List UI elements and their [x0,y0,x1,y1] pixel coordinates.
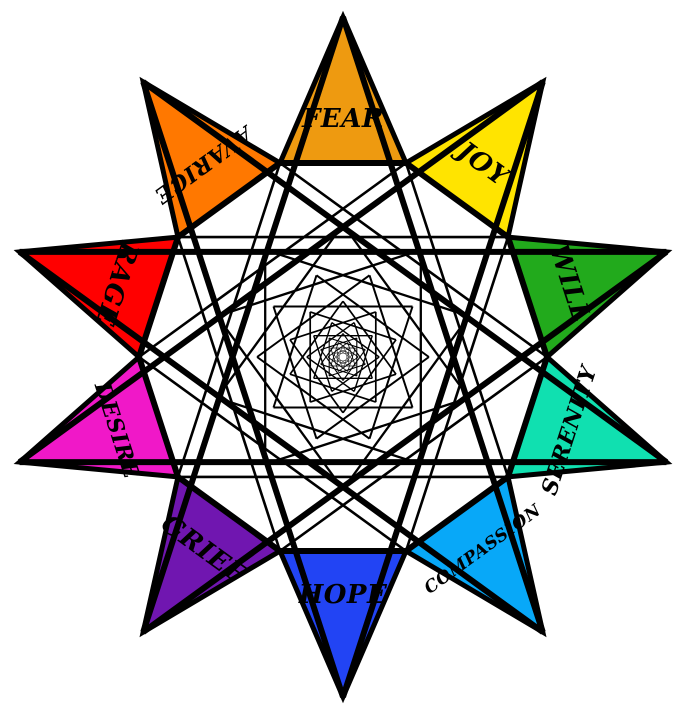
star-point-fear [276,10,410,166]
star-outline [17,16,669,698]
web-star-level-8 [333,346,353,368]
label-hope: HOPE [298,580,388,610]
web-star-level-5 [306,322,380,392]
web-star-level-9 [336,350,350,364]
web-star-level-3 [256,274,430,440]
label-fear: FEAR [301,104,384,134]
web-star-level-2 [216,223,470,491]
inner-web [138,161,548,553]
star-point-fills [13,10,673,704]
star-point-outline [17,16,669,698]
star-point-hope [276,548,410,704]
web-star-level-4 [289,300,397,414]
web-star-level-1 [138,161,548,553]
web-star-level-7 [327,342,359,372]
web-star-level-6 [320,333,366,381]
inner-decagon-outline [135,160,551,554]
